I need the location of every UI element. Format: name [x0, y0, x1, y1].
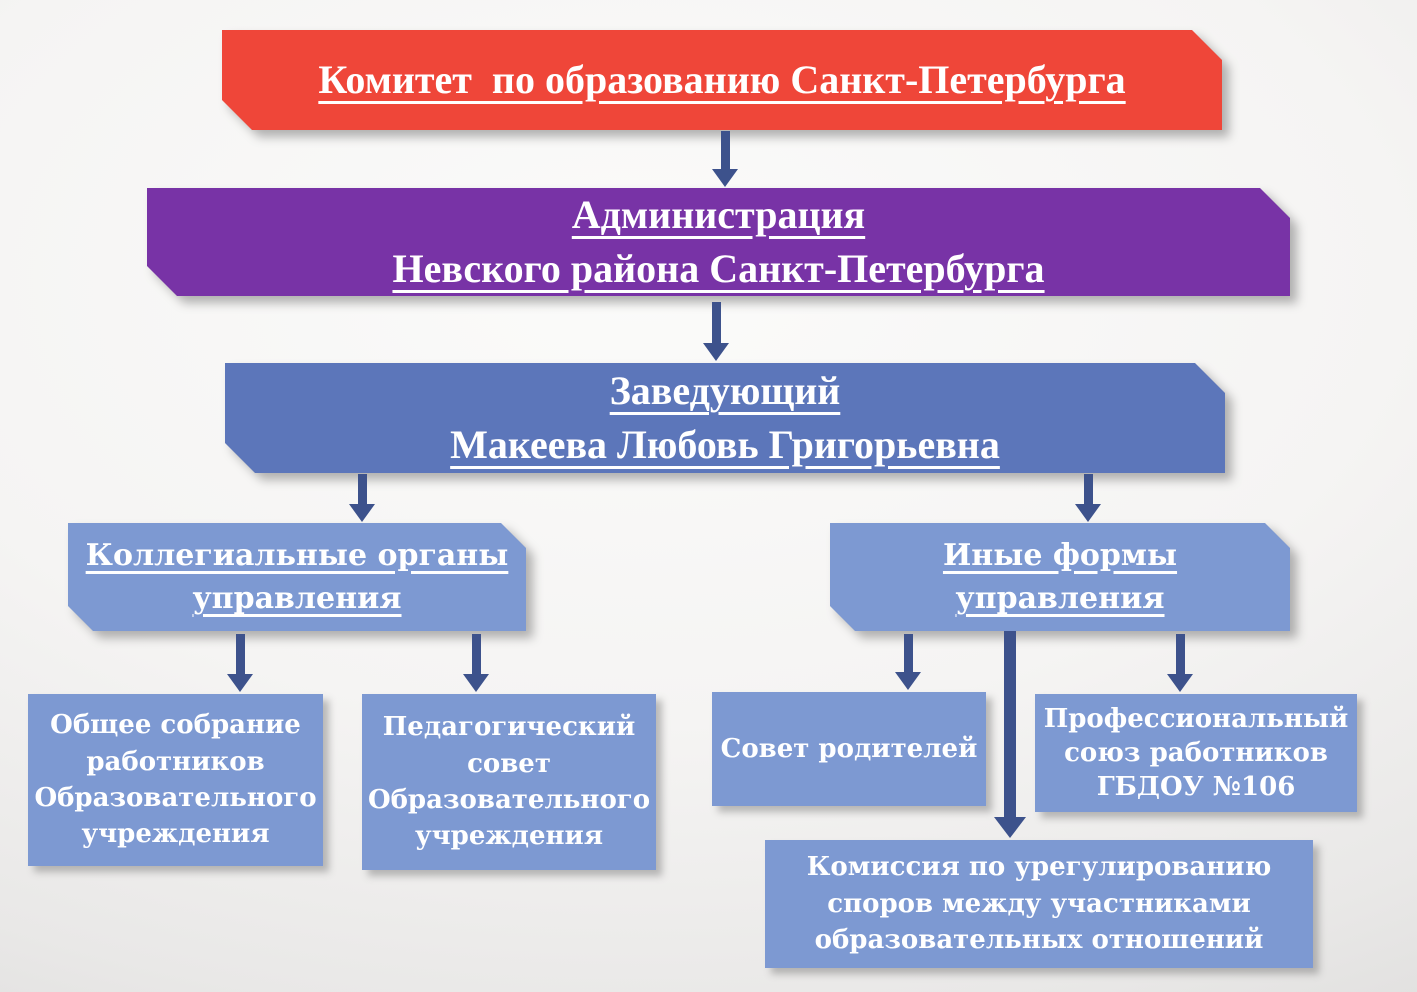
node-head-label: Заведующий Макеева Любовь Григорьевна [225, 363, 1225, 473]
arrow-stem [711, 302, 721, 343]
arrow-head-icon [1167, 674, 1193, 692]
node-parents-council: Совет родителей [712, 692, 986, 806]
node-pedagogical-council: Педагогический совет Образовательного уч… [362, 694, 656, 870]
arrow-stem [903, 634, 913, 672]
arrow-administration-to-head [703, 302, 729, 361]
arrow-collegial-to-general-meeting [227, 634, 253, 692]
arrow-head-icon [712, 169, 738, 187]
arrow-head-icon [703, 343, 729, 361]
arrow-head-icon [1075, 504, 1101, 522]
node-dispute-commission: Комиссия по урегулированию споров между … [765, 840, 1313, 968]
arrow-head-icon [994, 817, 1026, 838]
node-other-forms-label: Иные формы управления [830, 523, 1290, 631]
node-head: Заведующий Макеева Любовь Григорьевна [225, 363, 1225, 473]
arrow-stem [471, 634, 481, 674]
arrow-head-to-other-forms [1075, 474, 1101, 522]
arrow-stem [1004, 631, 1016, 817]
arrow-head-to-collegial [349, 474, 375, 522]
arrow-committee-to-administration [712, 131, 738, 187]
arrow-head-icon [463, 674, 489, 692]
arrow-head-icon [227, 674, 253, 692]
arrow-other-forms-to-trade-union [1167, 634, 1193, 692]
arrow-stem [1083, 474, 1093, 504]
arrow-collegial-to-pedagogical-council [463, 634, 489, 692]
node-general-meeting: Общее собрание работников Образовательно… [28, 694, 323, 866]
node-committee-label: Комитет по образованию Санкт-Петербурга [222, 30, 1222, 130]
arrow-other-forms-to-parents-council [895, 634, 921, 690]
node-administration-label: Администрация Невского района Санкт-Пете… [147, 188, 1290, 296]
node-collegial-bodies: Коллегиальные органы управления [68, 523, 526, 631]
arrow-head-icon [349, 504, 375, 522]
node-administration: Администрация Невского района Санкт-Пете… [147, 188, 1290, 296]
arrow-stem [235, 634, 245, 674]
node-collegial-bodies-label: Коллегиальные органы управления [68, 523, 526, 631]
arrow-head-icon [895, 672, 921, 690]
node-committee: Комитет по образованию Санкт-Петербурга [222, 30, 1222, 130]
node-other-forms: Иные формы управления [830, 523, 1290, 631]
arrow-stem [357, 474, 367, 504]
arrow-stem [1175, 634, 1185, 674]
arrow-other-forms-to-dispute-commission [994, 631, 1026, 838]
node-trade-union: Профессиональный союз работников ГБДОУ №… [1035, 694, 1357, 812]
arrow-stem [720, 131, 730, 169]
